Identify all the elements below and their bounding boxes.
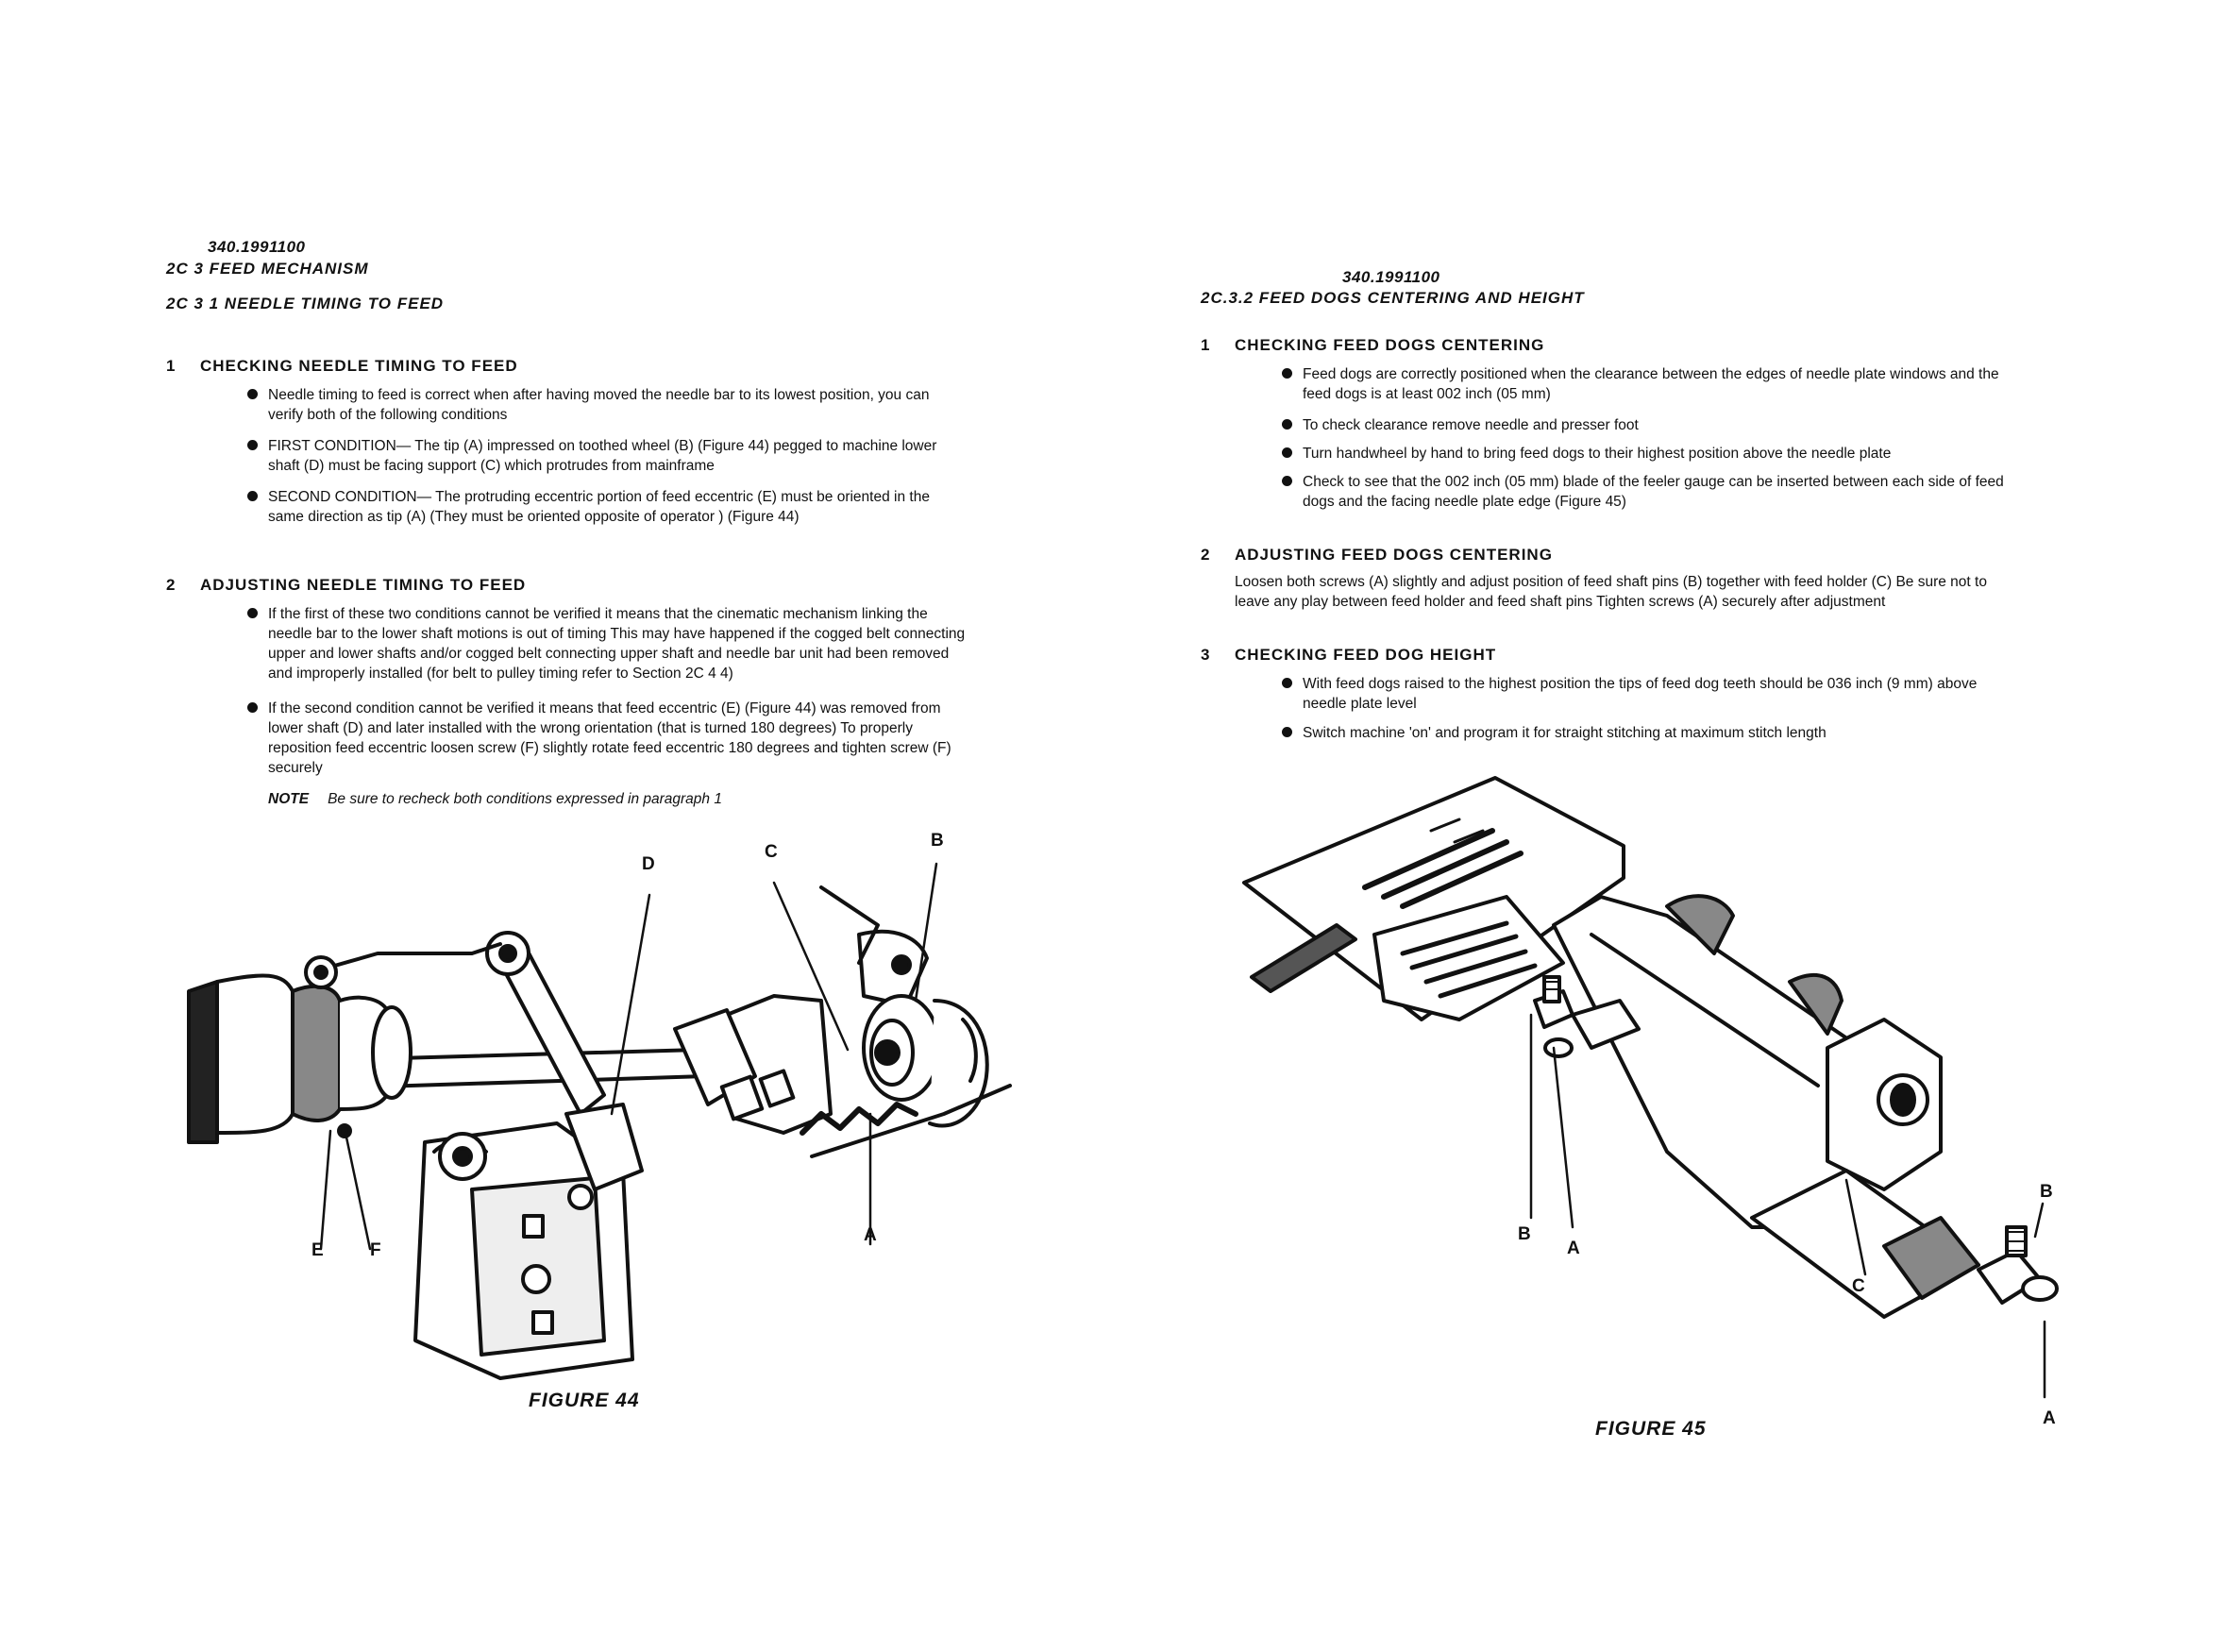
section-heading-text: CHECKING FEED DOGS CENTERING bbox=[1235, 336, 1545, 354]
section-heading-text: ADJUSTING FEED DOGS CENTERING bbox=[1235, 546, 1553, 564]
callout-label: F bbox=[370, 1240, 381, 1260]
section-number: 2 bbox=[166, 576, 177, 594]
doc-number: 340.1991100 bbox=[208, 238, 306, 256]
section-heading-text: ADJUSTING NEEDLE TIMING TO FEED bbox=[200, 576, 527, 594]
bullet-item: Needle timing to feed is correct when af… bbox=[247, 385, 967, 425]
callout-label: B bbox=[2040, 1182, 2053, 1202]
section-heading: 2 ADJUSTING FEED DOGS CENTERING bbox=[1201, 546, 1553, 565]
callout-label: C bbox=[765, 842, 778, 862]
subsection-title: 2C 3 1 NEEDLE TIMING TO FEED bbox=[166, 295, 445, 312]
bullet-item: Feed dogs are correctly positioned when … bbox=[1282, 364, 2020, 404]
doc-number: 340.1991100 bbox=[1342, 268, 1440, 286]
paragraph: Loosen both screws (A) slightly and adju… bbox=[1235, 574, 1987, 610]
section-heading-text: CHECKING NEEDLE TIMING TO FEED bbox=[200, 357, 518, 375]
note-text: Be sure to recheck both conditions expre… bbox=[328, 791, 722, 807]
callout-label: D bbox=[642, 854, 655, 874]
section-number: 2 bbox=[1201, 546, 1211, 564]
note-label: NOTE bbox=[268, 791, 310, 807]
callout-label: A bbox=[864, 1225, 877, 1245]
callout-label: E bbox=[311, 1240, 324, 1260]
section-heading: 3 CHECKING FEED DOG HEIGHT bbox=[1201, 646, 1496, 665]
right-page: 340.1991100 2C.3.2 FEED DOGS CENTERING A… bbox=[1120, 0, 2239, 1652]
figure-caption: FIGURE 44 bbox=[529, 1390, 640, 1411]
note: NOTE Be sure to recheck both conditions e… bbox=[268, 791, 722, 808]
callout-label: B bbox=[1518, 1224, 1531, 1244]
section-heading: 1 CHECKING NEEDLE TIMING TO FEED bbox=[166, 357, 518, 376]
figure-44-illustration bbox=[187, 862, 1012, 1380]
callout-label: A bbox=[1567, 1239, 1580, 1258]
callout-label: B bbox=[931, 831, 944, 851]
callout-label: C bbox=[1852, 1276, 1865, 1296]
bullet-item: If the second condition cannot be verifi… bbox=[247, 699, 967, 778]
left-page: 340.1991100 2C 3 FEED MECHANISM 2C 3 1 N… bbox=[166, 238, 1012, 1411]
figure-45-illustration bbox=[1242, 776, 2059, 1399]
section-number: 1 bbox=[1201, 336, 1211, 354]
bullet-item: Turn handwheel by hand to bring feed dog… bbox=[1282, 444, 2020, 464]
bullet-item: SECOND CONDITION— The protruding eccentr… bbox=[247, 487, 967, 527]
subsection-title: 2C.3.2 FEED DOGS CENTERING AND HEIGHT bbox=[1201, 289, 1585, 307]
callout-label: A bbox=[2043, 1408, 2056, 1428]
section-title: 2C 3 FEED MECHANISM bbox=[166, 260, 369, 278]
bullet-item: FIRST CONDITION— The tip (A) impressed o… bbox=[247, 436, 967, 476]
section-number: 3 bbox=[1201, 646, 1211, 664]
figure-caption: FIGURE 45 bbox=[1595, 1418, 1707, 1440]
section-heading-text: CHECKING FEED DOG HEIGHT bbox=[1235, 646, 1497, 664]
section-heading: 2 ADJUSTING NEEDLE TIMING TO FEED bbox=[166, 576, 526, 595]
section-number: 1 bbox=[166, 357, 177, 375]
bullet-item: To check clearance remove needle and pre… bbox=[1282, 415, 2020, 435]
section-heading: 1 CHECKING FEED DOGS CENTERING bbox=[1201, 336, 1544, 355]
bullet-item: If the first of these two conditions can… bbox=[247, 604, 967, 683]
bullet-item: Check to see that the 002 inch (05 mm) b… bbox=[1282, 472, 2020, 512]
bullet-item: Switch machine 'on' and program it for s… bbox=[1282, 723, 2020, 743]
bullet-item: With feed dogs raised to the highest pos… bbox=[1282, 674, 2020, 714]
